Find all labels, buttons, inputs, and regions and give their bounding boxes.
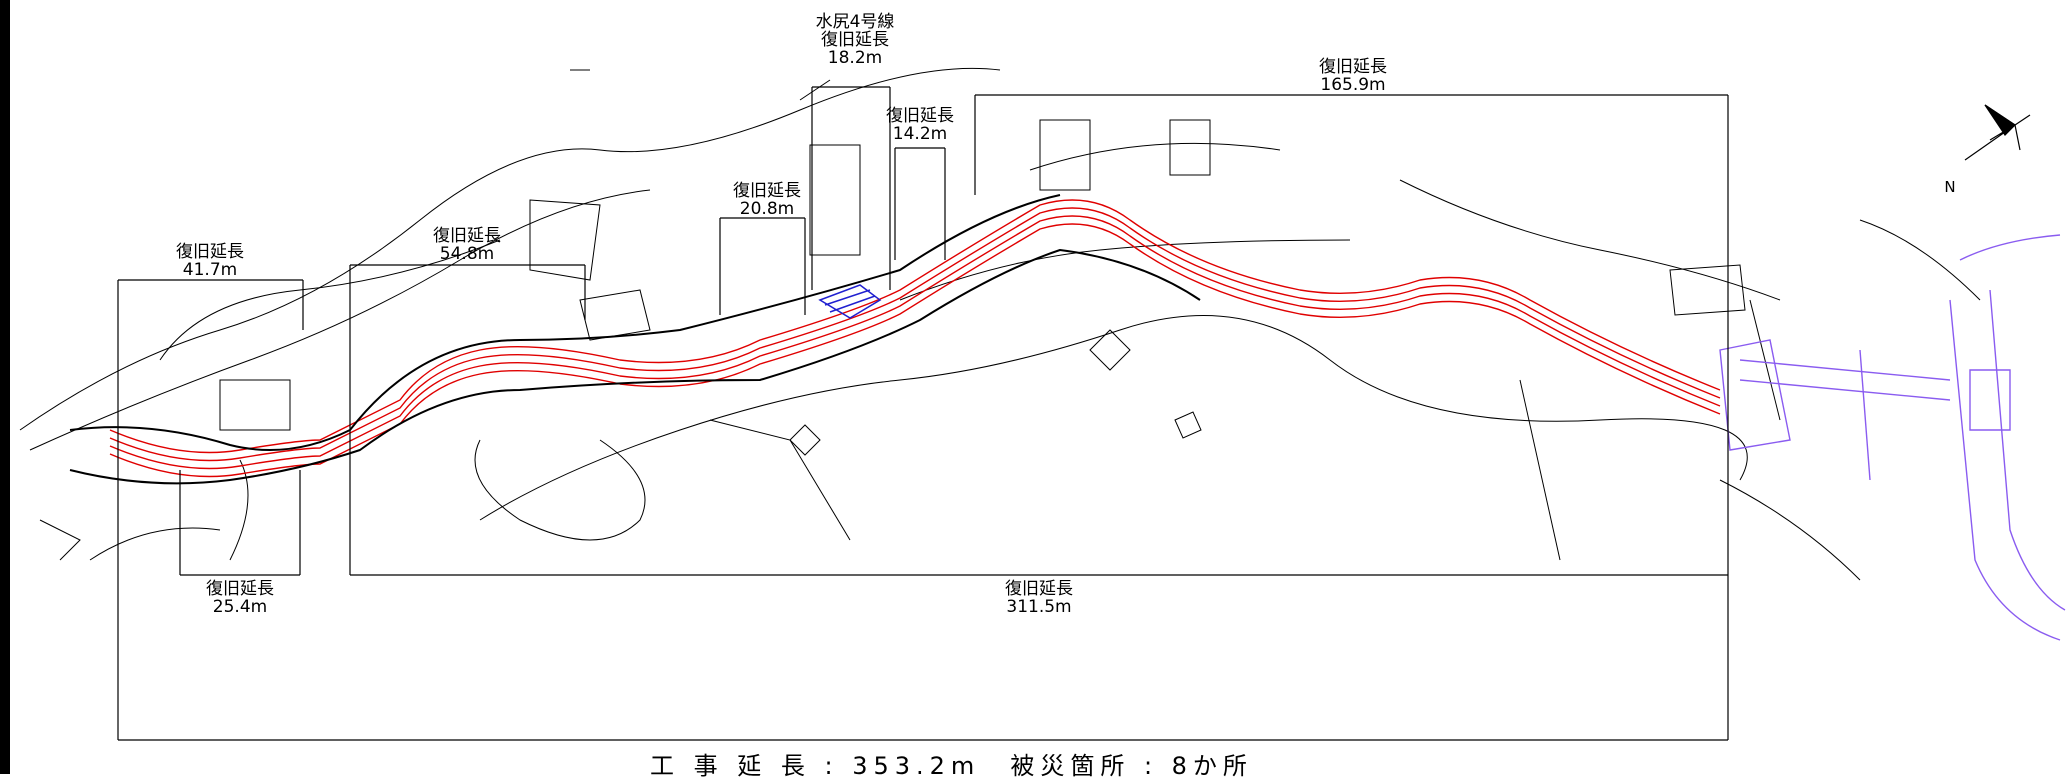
segment-label-1: 復旧延長 41.7m	[176, 242, 244, 280]
terrain-lines	[19, 67, 1981, 581]
weir-structure	[1719, 234, 2066, 641]
segment-label-7: 復旧延長 165.9m	[1319, 57, 1387, 95]
dimension-lines	[117, 86, 1729, 741]
segment-label-8: 復旧延長 311.5m	[1005, 579, 1073, 617]
compass-north-label: N	[1944, 178, 1956, 196]
segment-label-6: 復旧延長 14.2m	[886, 106, 954, 144]
segment-label-5: 水尻4号線 復旧延長 18.2m	[815, 12, 895, 68]
left-border-bar	[0, 0, 10, 774]
bank-lines	[69, 194, 1201, 485]
intake-structure	[818, 284, 882, 319]
river-channel	[109, 199, 1721, 478]
north-arrow	[1964, 104, 2031, 161]
segment-label-2: 復旧延長 25.4m	[206, 579, 274, 617]
segment-label-3: 復旧延長 54.8m	[433, 226, 501, 264]
segment-label-4: 復旧延長 20.8m	[733, 181, 801, 219]
summary-footer: 工 事 延 長 : 353.2m 被災箇所 : 8か所	[650, 752, 1253, 780]
